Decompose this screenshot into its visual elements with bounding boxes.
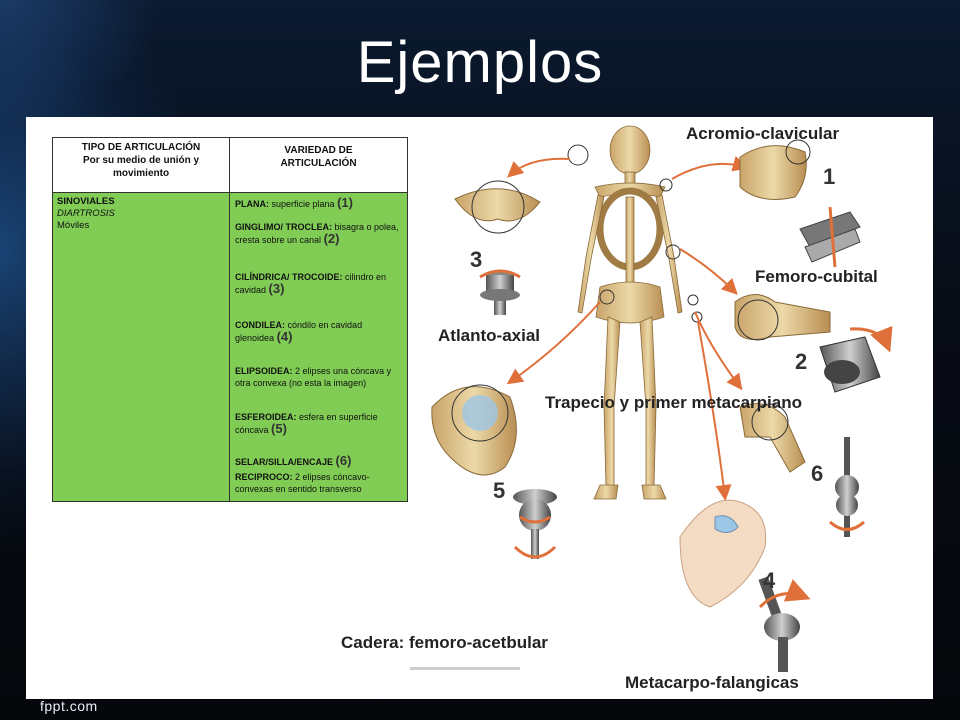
variety-reciproco: RECIPROCO: 2 elipses cóncavo-convexas en… — [235, 472, 370, 494]
hip-illustration — [431, 384, 517, 476]
skull — [609, 125, 651, 175]
label-acromio-clavicular: Acromio-clavicular — [686, 124, 840, 143]
category-mobile: Móviles — [57, 220, 90, 231]
variety-plana: PLANA: superficie plana (1) — [235, 195, 353, 210]
variety-selar: SELAR/SILLA/ENCAJE (6) — [235, 453, 352, 468]
table-header-variety: VARIEDAD DE ARTICULACIÓN — [230, 138, 407, 193]
table-cell-category: SINOVIALES DIARTROSIS Móviles — [53, 193, 230, 501]
copyright-caption-line — [410, 667, 520, 670]
joint-number-6: 6 — [811, 461, 824, 486]
variety-condilea: CONDILEA: cóndilo en cavidad glenoidea (… — [235, 320, 363, 344]
right-foot — [641, 484, 667, 500]
joint-markers — [567, 144, 703, 323]
label-atlanto-axial: Atlanto-axial — [438, 326, 541, 345]
joint-number-5: 5 — [493, 478, 506, 503]
variety-cilindrica: CILÍNDRICA/ TROCOIDE: cilindro en cavida… — [235, 272, 387, 296]
right-arm — [655, 194, 683, 314]
hinge-joint-model — [819, 325, 893, 393]
shoulder-illustration — [739, 139, 811, 200]
variety-esferoidea: ESFEROIDEA: esfera en superficie cóncava… — [235, 412, 378, 436]
variety-ginglimo: GINGLIMO/ TROCLEA: bisagra o polea, cres… — [235, 222, 399, 246]
saddle-joint-model — [829, 437, 865, 537]
header-line: TIPO DE ARTICULACIÓN — [81, 142, 201, 153]
pivot-joint-model — [479, 269, 521, 315]
left-foot — [593, 484, 619, 500]
header-line: VARIEDAD DE — [284, 145, 353, 156]
label-cadera: Cadera: femoro-acetbular — [341, 633, 548, 652]
skeleton-illustration — [577, 125, 683, 500]
joint-type-table: TIPO DE ARTICULACIÓN Por su medio de uni… — [52, 137, 408, 502]
joint-number-4: 4 — [763, 568, 776, 593]
elbow-illustration — [734, 294, 831, 341]
pointer-arrows — [506, 156, 749, 501]
footer-logo: fppt.com — [40, 698, 98, 714]
header-line: movimiento — [112, 168, 170, 179]
condyloid-joint-model — [758, 576, 811, 672]
spine — [625, 196, 635, 293]
joint-number-3: 3 — [470, 247, 483, 272]
plane-joint-model — [799, 206, 861, 268]
table-header-type: TIPO DE ARTICULACIÓN Por su medio de uni… — [53, 138, 230, 193]
label-femoro-cubital: Femoro-cubital — [755, 267, 878, 286]
category-synovial: SINOVIALES — [57, 196, 115, 207]
table-cell-varieties: PLANA: superficie plana (1) GINGLIMO/ TR… — [230, 193, 407, 501]
joint-number-2: 2 — [795, 349, 808, 374]
vertebra-illustration — [454, 180, 541, 234]
header-line: Por su medio de unión y — [82, 155, 200, 166]
header-line: ARTICULACIÓN — [280, 158, 357, 169]
pelvis — [595, 281, 665, 324]
label-trapecio-metacarpiano: Trapecio y primer metacarpiano — [545, 393, 802, 412]
variety-elipsoidea: ELIPSOIDEA: 2 elipses una cóncava y otra… — [235, 366, 392, 388]
left-arm — [577, 194, 605, 314]
label-metacarpo-falangicas: Metacarpo-falangicas — [625, 673, 799, 692]
ball-socket-model — [513, 489, 557, 559]
skeleton-joints-figure — [410, 125, 893, 672]
slide-title: Ejemplos — [356, 30, 604, 95]
hand-illustration — [679, 499, 767, 608]
joint-number-1: 1 — [823, 164, 836, 189]
category-diarthrosis: DIARTROSIS — [57, 208, 115, 219]
thumb-illustration — [739, 403, 806, 473]
